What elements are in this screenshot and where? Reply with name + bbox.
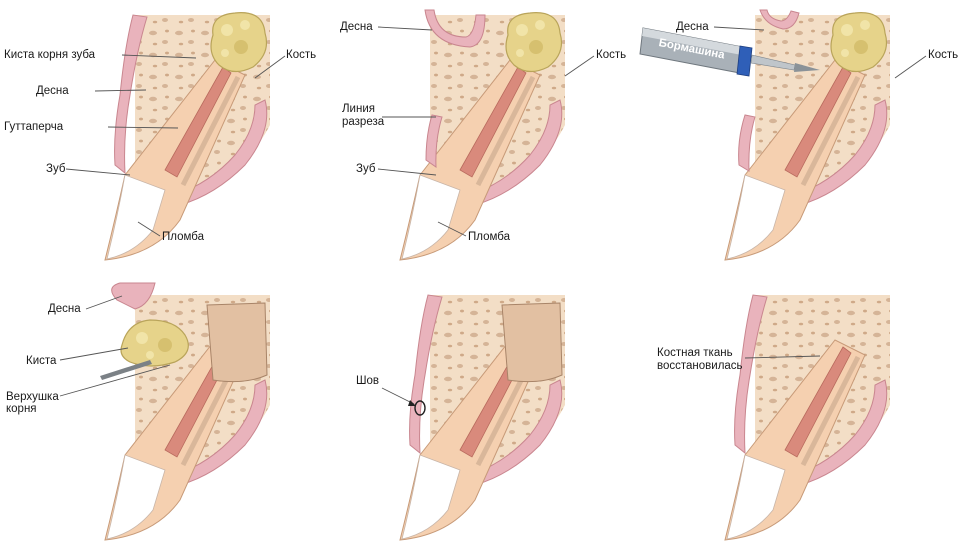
- label-incision-line-2: разреза: [342, 116, 385, 128]
- label-bone-healed-2: восстановилась: [657, 360, 743, 372]
- panel-1-cyst-overview: [105, 12, 270, 260]
- removed-cyst: [100, 319, 189, 380]
- panel-2-incision-line: [400, 9, 565, 260]
- label-bone: Кость: [286, 49, 316, 61]
- label-root-apex-2: корня: [6, 403, 37, 415]
- panel-4-cyst-removal: [105, 282, 270, 540]
- suture-icon: [414, 400, 426, 416]
- label-gum: Десна: [48, 303, 81, 315]
- panel-2-labels: Десна Линия разреза Зуб Кость Пломба: [340, 21, 626, 243]
- panel-6-healed: [725, 294, 890, 540]
- label-gutta-percha: Гуттаперча: [4, 121, 64, 133]
- label-root-apex: Верхушка: [6, 391, 59, 403]
- label-root-cyst: Киста корня зуба: [4, 49, 96, 61]
- panel-5-labels: Шов: [356, 375, 416, 406]
- label-bone: Кость: [596, 49, 626, 61]
- panel-3-drill: [725, 9, 890, 260]
- panel-1-labels: Киста корня зуба Десна Гуттаперча Зуб Ко…: [4, 49, 316, 243]
- panel-6-labels: Костная ткань восстановилась: [657, 347, 821, 372]
- label-gum: Десна: [36, 85, 69, 97]
- label-filling: Пломба: [162, 231, 205, 243]
- label-bone: Кость: [928, 49, 958, 61]
- drill-icon: [639, 27, 820, 77]
- label-bone-healed: Костная ткань: [657, 347, 733, 359]
- label-tooth: Зуб: [356, 163, 376, 175]
- label-tooth: Зуб: [46, 163, 66, 175]
- panel-5-suture: [400, 294, 565, 540]
- label-cyst: Киста: [26, 355, 57, 367]
- label-incision-line: Линия: [342, 103, 375, 115]
- label-suture: Шов: [356, 375, 379, 387]
- label-gum: Десна: [340, 21, 373, 33]
- panel-4-labels: Десна Киста Верхушка корня: [6, 295, 171, 415]
- label-gum: Десна: [676, 21, 709, 33]
- label-filling: Пломба: [468, 231, 511, 243]
